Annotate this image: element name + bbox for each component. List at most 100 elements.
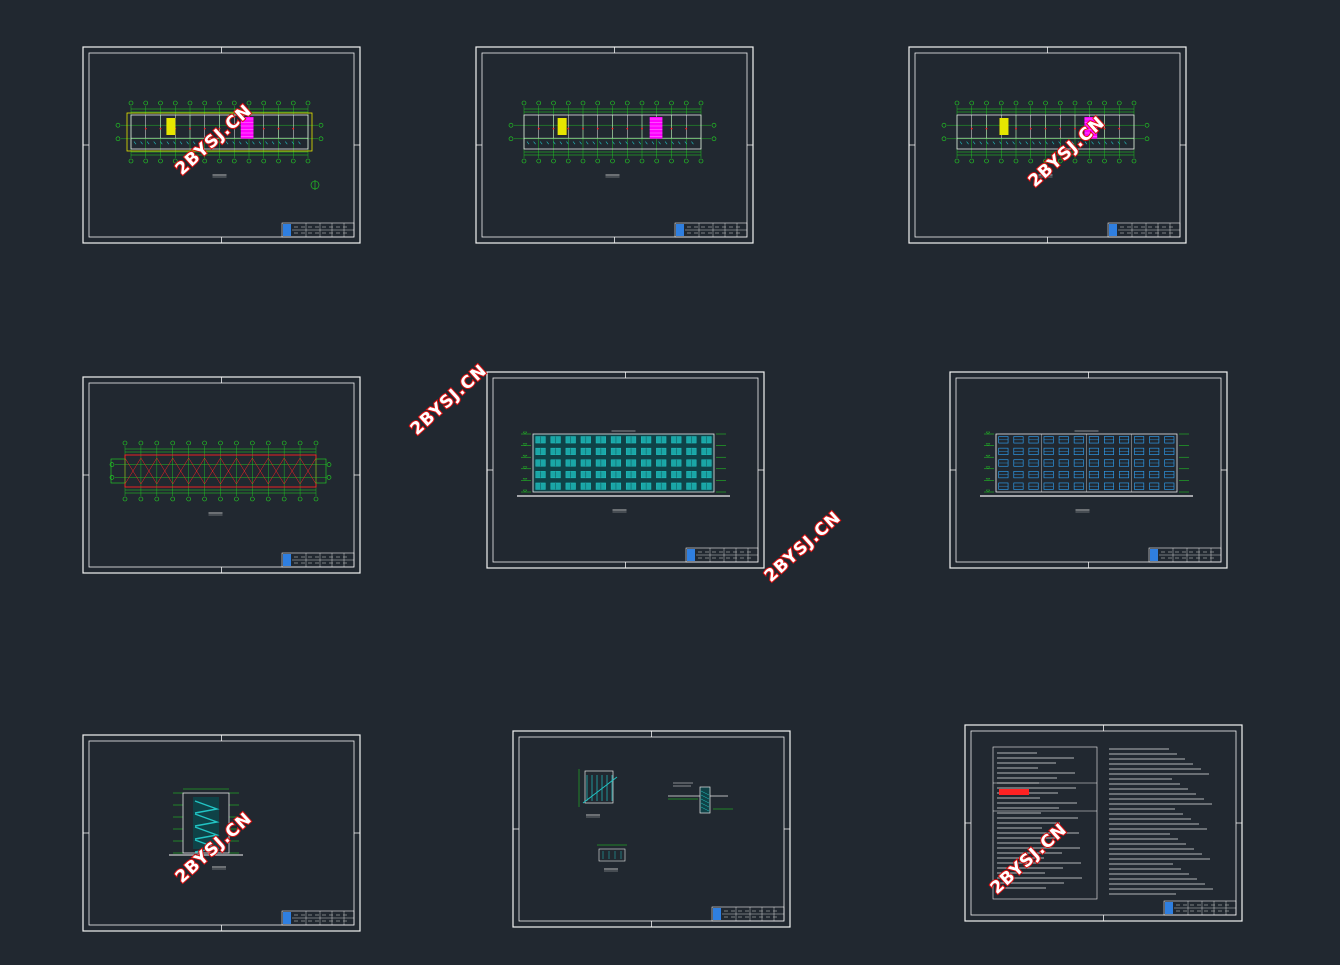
room-tag <box>985 127 988 130</box>
axis-bubble <box>1116 100 1122 106</box>
sheet-rear-elevation[interactable] <box>949 371 1228 569</box>
axis-bubble <box>250 496 255 502</box>
axis-bubble <box>115 122 121 128</box>
sheet-roof-plan[interactable] <box>82 376 361 574</box>
roof-slope <box>220 470 237 485</box>
title-block <box>281 552 355 568</box>
room-tag <box>685 127 688 130</box>
door-swing <box>959 141 963 145</box>
door-swing <box>651 141 655 145</box>
axis-bubble <box>186 496 191 502</box>
axis-bubble <box>138 440 144 446</box>
sheet-design-notes[interactable] <box>964 724 1243 922</box>
axis-bubble <box>580 158 586 164</box>
axis-bubble <box>521 158 527 164</box>
axis-bubble <box>290 158 296 164</box>
hatch-line <box>700 790 710 796</box>
axis-bubble <box>536 158 542 164</box>
axis-bubble <box>941 136 947 142</box>
level-symbol <box>985 431 991 435</box>
axis-bubble <box>143 100 149 106</box>
door-swing <box>298 141 301 145</box>
door-swing <box>1018 141 1022 145</box>
door-swing <box>566 141 569 145</box>
axis-bubble <box>187 158 193 164</box>
axis-bubble <box>109 475 115 480</box>
door-swing <box>1084 141 1088 145</box>
title-block <box>1163 900 1237 916</box>
axis-bubble <box>954 158 960 164</box>
room-tag <box>1118 127 1121 130</box>
sheet-hit-area[interactable] <box>513 731 790 927</box>
level-symbol <box>522 455 528 458</box>
room-tag <box>262 127 265 130</box>
room-tag <box>641 127 643 130</box>
axis-bubble <box>1087 100 1093 106</box>
door-swing <box>265 141 268 145</box>
door-swing <box>166 141 170 145</box>
door-swing <box>146 141 150 145</box>
axis-bubble <box>1072 100 1078 106</box>
level-symbol <box>985 478 991 481</box>
axis-bubble <box>1013 158 1019 164</box>
company-logo-icon <box>283 224 291 236</box>
parapet-outline <box>598 848 626 862</box>
door-swing <box>245 141 249 145</box>
title-block <box>1107 222 1181 238</box>
level-symbol <box>522 443 528 446</box>
axis-bubble <box>1043 100 1048 106</box>
door-swing <box>199 141 203 145</box>
axis-bubble <box>172 158 178 164</box>
axis-bubble <box>1087 158 1093 164</box>
door-swing <box>173 141 176 145</box>
roof-slope <box>156 470 173 485</box>
sheet-front-elevation[interactable] <box>486 371 765 569</box>
axis-bubble <box>115 136 121 142</box>
door-swing <box>1091 141 1094 145</box>
company-logo-icon <box>713 908 721 920</box>
room-tag <box>611 127 614 130</box>
door-swing <box>645 141 648 145</box>
door-swing <box>684 141 688 145</box>
door-swing <box>232 141 235 145</box>
company-logo-icon <box>676 224 684 236</box>
axis-bubble <box>318 122 324 128</box>
footing-detail <box>668 782 733 814</box>
axis-bubble <box>158 158 163 164</box>
axis-bubble <box>998 100 1004 106</box>
sheet-details[interactable] <box>512 730 791 928</box>
door-swing <box>553 141 556 145</box>
axis-bubble <box>565 100 571 106</box>
axis-bubble <box>1028 100 1034 106</box>
sheet-floor-plan-1[interactable] <box>82 46 361 244</box>
axis-bubble <box>521 100 527 106</box>
door-swing <box>579 141 582 145</box>
title-block <box>1148 547 1222 563</box>
room-tag <box>552 127 555 130</box>
door-swing <box>1064 141 1068 145</box>
door-swing <box>1032 141 1035 145</box>
sheet-hit-area[interactable] <box>909 47 1186 243</box>
sheet-hit-area[interactable] <box>476 47 753 243</box>
axis-bubble <box>536 100 542 106</box>
company-logo-icon <box>1165 902 1173 914</box>
axis-bubble <box>669 158 674 164</box>
door-swing <box>631 141 635 145</box>
axis-bubble <box>565 158 571 164</box>
axis-bubble <box>318 136 324 142</box>
door-swing <box>179 141 183 145</box>
axis-bubble <box>305 100 311 106</box>
door-swing <box>658 141 661 145</box>
room-tag <box>582 127 584 130</box>
sheet-section[interactable] <box>82 734 361 932</box>
door-swing <box>546 141 549 145</box>
sheet-hit-area[interactable] <box>950 372 1227 568</box>
sheet-floor-plan-2[interactable] <box>475 46 754 244</box>
axis-bubble <box>231 100 237 106</box>
axis-bubble <box>128 100 134 106</box>
axis-bubble <box>1102 158 1107 164</box>
sheet-floor-plan-3[interactable] <box>908 46 1187 244</box>
axis-bubble <box>281 496 287 502</box>
axis-bubble <box>1057 158 1063 164</box>
